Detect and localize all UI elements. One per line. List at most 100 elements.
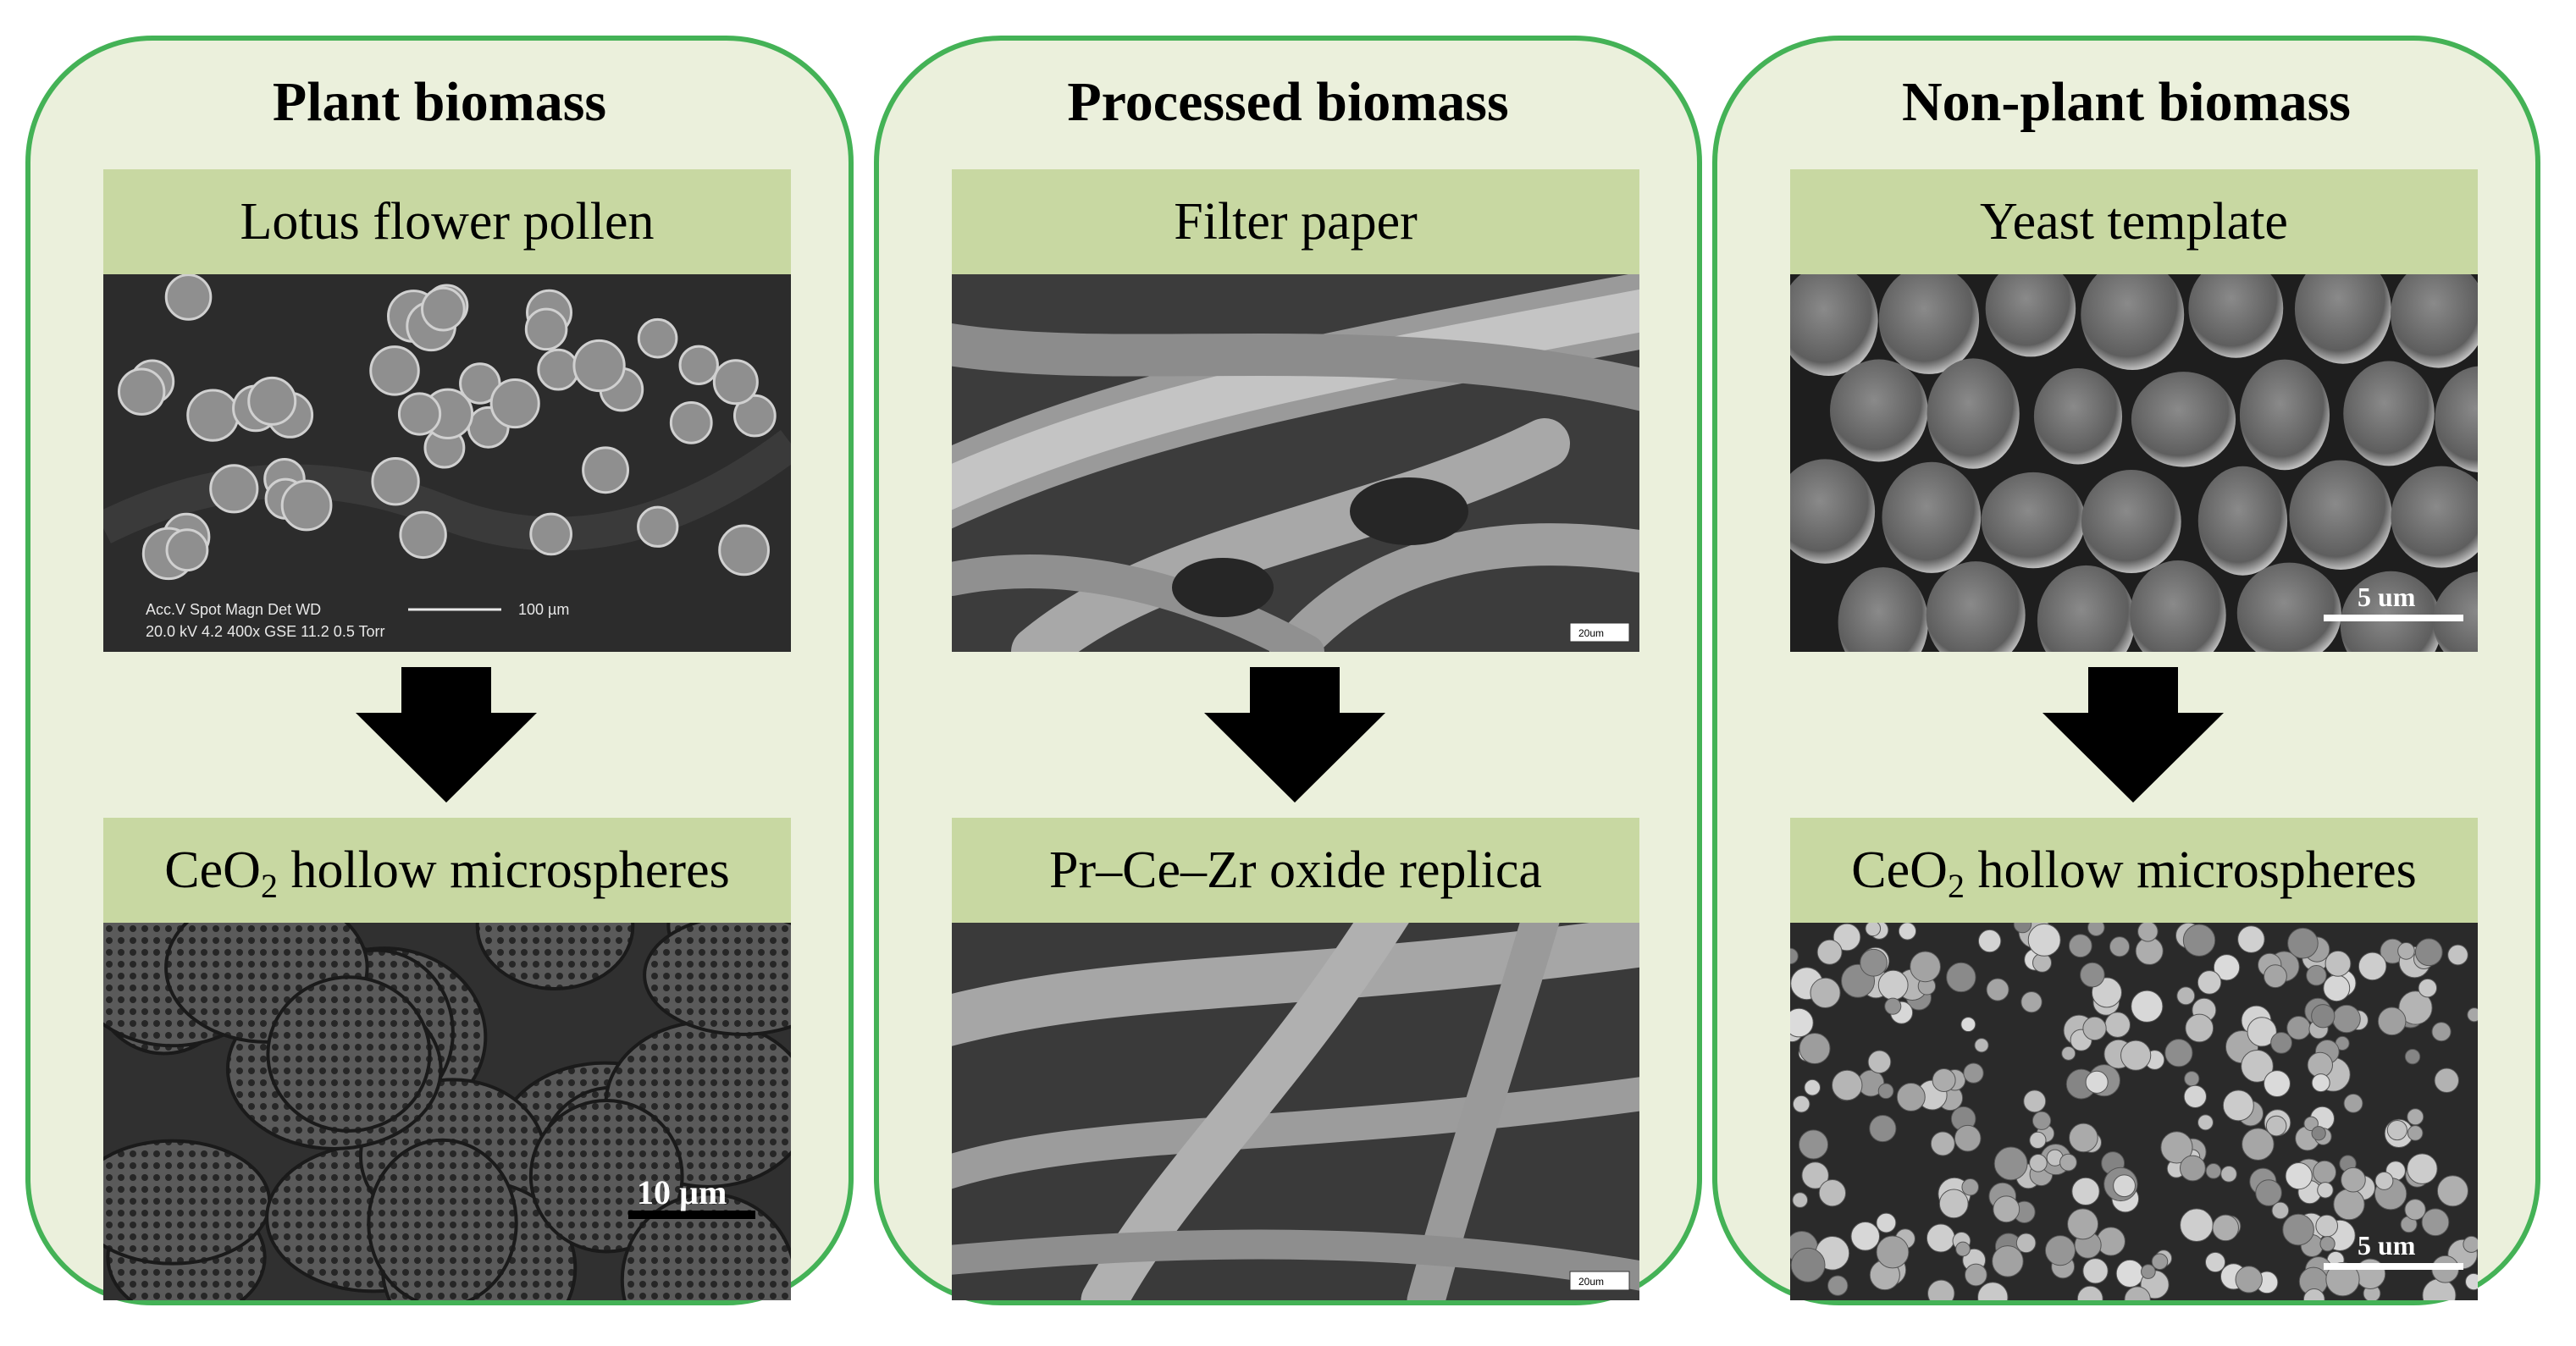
ceo2-particle: [2397, 942, 2415, 960]
ceo2-particle: [1792, 1095, 1810, 1113]
ceo2-particle: [1977, 1282, 2009, 1300]
ceo2-particle: [1832, 1069, 1863, 1101]
panel-title: Processed biomass: [1067, 71, 1509, 133]
ceo2-particle: [2185, 1013, 2214, 1043]
ceo2-particle: [1974, 1038, 1989, 1053]
pollen-grain: [371, 457, 420, 506]
down-arrow-icon: [1204, 667, 1385, 803]
ceo2-particle: [1910, 951, 1941, 983]
ceo2-particle: [2069, 1123, 2098, 1153]
ceo2-particle: [1798, 1129, 1829, 1160]
ceo2-particle: [2414, 938, 2443, 967]
ceo2-particle: [2205, 1163, 2222, 1179]
pollen-grain: [280, 479, 333, 532]
yeast-cell: [2294, 274, 2391, 364]
scale-label: 10 µm: [637, 1173, 727, 1211]
ceo2-particle: [1964, 1263, 1987, 1287]
ceo2-particle: [2404, 1048, 2421, 1065]
ceo2-particle: [2080, 962, 2105, 988]
ceo2-particle: [2285, 1162, 2313, 1190]
ceo2-particle: [2029, 1154, 2048, 1172]
pollen-grain: [637, 317, 678, 359]
ceo2-particle: [1816, 939, 1843, 965]
yeast-cell: [2343, 361, 2435, 466]
pollen-grain: [369, 345, 420, 396]
pollen-grain: [537, 348, 580, 391]
ceo2-particle: [1961, 1178, 1979, 1196]
ceo2-particle: [2241, 1050, 2274, 1083]
ceo2-particle: [1790, 1007, 1814, 1038]
ceo2-particle: [2027, 923, 2061, 957]
ceo2-particle: [2286, 1015, 2311, 1040]
porous-microsphere: [266, 975, 432, 1133]
yeast-cell: [2033, 367, 2123, 465]
ceo2-particle: [2311, 1126, 2326, 1141]
ceo2-particle: [1986, 978, 2009, 1001]
ceo2-particle: [2213, 954, 2241, 981]
ceo2-particle: [2287, 927, 2319, 959]
pollen-grain: [489, 378, 540, 429]
ceo2-particle: [2013, 923, 2032, 934]
ceo2-particle: [2436, 1175, 2468, 1207]
ceo2-particle: [1884, 997, 1902, 1015]
ceo2-particle: [2068, 934, 2092, 958]
ceo2-particle: [1932, 1067, 1956, 1092]
ceo2-microspheres-sem-image: 10 µm: [103, 923, 791, 1300]
ceo2-particle: [1860, 948, 1888, 977]
yeast-cell: [2391, 466, 2478, 568]
ceo2-particle: [2113, 1174, 2136, 1198]
ceo2-particle: [2418, 978, 2438, 998]
ceo2-particle: [1818, 1179, 1847, 1207]
yeast-cell: [1926, 358, 2020, 469]
ceo2-particle: [2358, 952, 2387, 981]
ceo2-particle: [2087, 923, 2105, 936]
ceo2-particle: [2302, 1288, 2325, 1300]
yeast-cell: [1790, 459, 1876, 564]
ceo2-particle: [2160, 1131, 2193, 1164]
ceo2-particle: [2029, 1131, 2047, 1150]
ceo2-particle: [1946, 962, 1976, 993]
ceo2-particle: [2115, 1259, 2144, 1288]
ceo2-particle: [2197, 970, 2222, 995]
ceo2-particle: [2265, 1115, 2287, 1137]
yeast-cell: [2435, 366, 2478, 472]
ceo2-particle: [2465, 1272, 2478, 1291]
yeast-cell: [2340, 571, 2442, 652]
ceo2-particle: [2131, 990, 2164, 1023]
ceo2-particle: [2407, 1108, 2424, 1126]
bottom-label: Pr–Ce–Zr oxide replica: [952, 818, 1639, 923]
ceo2-particle: [2164, 1039, 2193, 1067]
ceo2-particle: [2180, 1208, 2214, 1243]
ceo2-particle: [1877, 969, 1909, 1001]
ceo2-particle: [2315, 1214, 2339, 1238]
pollen-grain: [582, 446, 630, 494]
ceo2-particle: [2242, 1128, 2275, 1161]
ceo2-particle: [2282, 1213, 2314, 1246]
panel-title: Plant biomass: [272, 71, 607, 133]
ceo2-particle: [2386, 1119, 2407, 1141]
ceo2-particle: [1977, 929, 2002, 953]
ceo2-particle: [1810, 977, 1841, 1008]
ceo2-particle: [2176, 986, 2196, 1006]
ceo2-particle: [2076, 1285, 2103, 1300]
ceo2-particle: [1992, 1245, 2024, 1277]
ceo2-particle: [2061, 1045, 2076, 1061]
ceo2-particle: [1896, 1082, 1926, 1112]
ceo2-particle: [1954, 1124, 1982, 1152]
ceo2-particle: [1790, 1247, 1826, 1283]
ceo2-microspheres-sem-image: 5 um: [1790, 923, 2478, 1300]
ceo2-particle: [2434, 1067, 2459, 1093]
ceo2-particle: [1790, 947, 1799, 965]
ceo2-particle: [1960, 1017, 1976, 1033]
ceo2-particle: [2059, 1153, 2077, 1172]
ceo2-particle: [2032, 1111, 2052, 1130]
yeast-cell: [2037, 565, 2136, 652]
ceo2-particle: [2374, 1171, 2394, 1190]
ceo2-particle: [2247, 1017, 2277, 1047]
scale-label: 100 µm: [518, 601, 569, 618]
pollen-grain: [164, 274, 213, 321]
ceo2-particle: [2407, 1125, 2424, 1141]
yeast-template-sem-image: 5 um: [1790, 274, 2478, 652]
bottom-label: CeO2 hollow microspheres: [103, 818, 791, 923]
ceo2-particle: [1938, 1189, 1969, 1219]
